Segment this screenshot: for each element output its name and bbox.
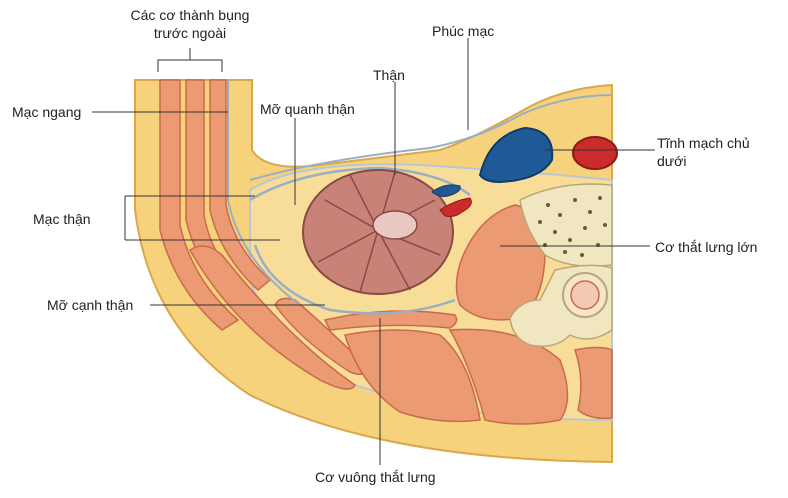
leader-renal-fascia bbox=[124, 195, 280, 241]
abdominal-wall-muscle-1 bbox=[159, 79, 240, 331]
label-peritoneum: Phúc mạc bbox=[432, 23, 495, 39]
label-ivc: Tĩnh mạch chủ dưới bbox=[657, 134, 750, 170]
abdominal-wall-muscle-3 bbox=[209, 79, 272, 291]
label-psoas: Cơ thắt lưng lớn bbox=[655, 239, 758, 255]
label-anterior-wall-line1: Các cơ thành bụng bbox=[130, 7, 250, 23]
quadratus-lumborum bbox=[344, 329, 481, 423]
renal-artery bbox=[439, 197, 472, 217]
label-ivc-line2: dưới bbox=[657, 153, 687, 169]
leader-lines bbox=[92, 38, 655, 465]
pararenal-muscle-strip bbox=[323, 310, 458, 331]
back-muscle-2 bbox=[574, 346, 613, 420]
label-transversalis-fascia: Mạc ngang bbox=[12, 104, 82, 120]
label-ivc-line1: Tĩnh mạch chủ bbox=[657, 135, 750, 151]
label-perirenal-fat: Mỡ quanh thận bbox=[260, 101, 355, 117]
leader-anterior-wall bbox=[157, 48, 223, 72]
renal-vein bbox=[431, 184, 461, 197]
renal-fascia-posterior bbox=[253, 244, 456, 315]
label-quadratus-lumborum: Cơ vuông thắt lưng bbox=[315, 469, 436, 485]
inferior-vena-cava bbox=[478, 126, 554, 184]
label-pararenal-fat: Mỡ cạnh thận bbox=[47, 297, 134, 313]
spinal-cord bbox=[570, 280, 600, 310]
transversalis-fascia bbox=[227, 80, 301, 306]
renal-sinus bbox=[372, 210, 418, 240]
renal-fascia-anterior bbox=[249, 166, 471, 202]
flank-muscle-outer bbox=[189, 245, 356, 390]
psoas-major bbox=[455, 204, 546, 321]
aorta bbox=[572, 136, 618, 170]
label-renal-fascia: Mạc thận bbox=[33, 211, 91, 227]
label-anterior-wall-line2: trước ngoài bbox=[153, 25, 227, 41]
label-kidney: Thận bbox=[373, 67, 405, 83]
peritoneum-line bbox=[249, 94, 613, 181]
label-anterior-wall: Các cơ thành bụng trước ngoài bbox=[100, 6, 280, 42]
